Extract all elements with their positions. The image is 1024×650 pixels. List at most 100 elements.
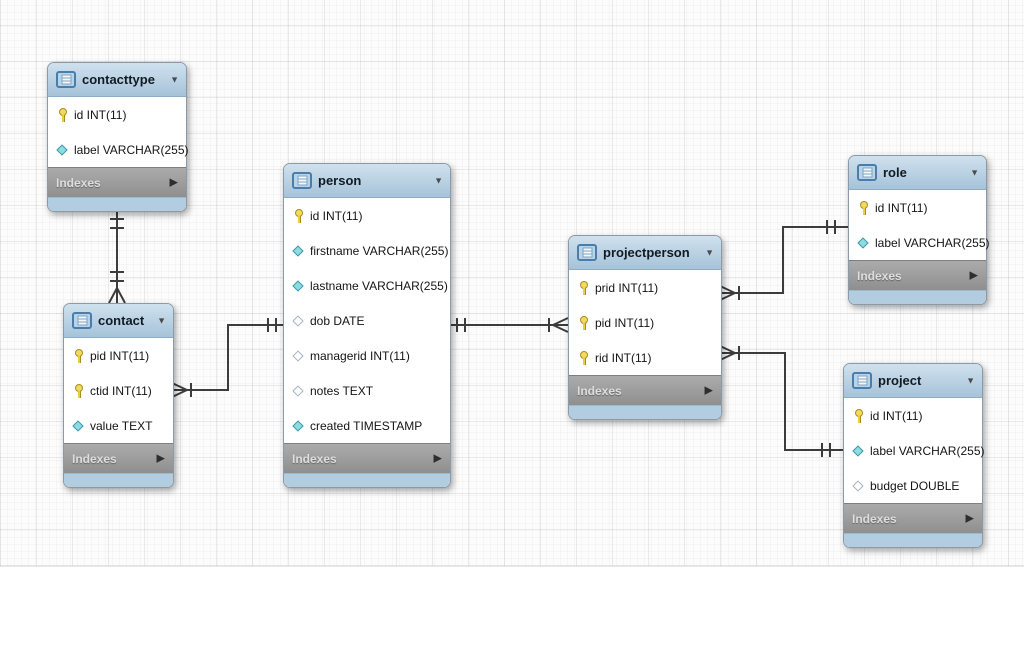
- table-footer: [48, 197, 186, 211]
- column-list: id INT(11) label VARCHAR(255) budget DOU…: [844, 398, 985, 503]
- table-contacttype[interactable]: contacttype ▼ id INT(11) label VARCHAR(2…: [47, 62, 189, 212]
- primary-key-icon: [851, 408, 865, 423]
- column-row[interactable]: pid INT(11): [64, 338, 173, 373]
- chevron-down-icon[interactable]: ▼: [170, 74, 179, 84]
- indexes-label: Indexes: [72, 451, 117, 466]
- column-label: dob DATE: [310, 313, 365, 328]
- column-row[interactable]: lastname VARCHAR(255): [284, 268, 450, 303]
- column-label: rid INT(11): [595, 350, 652, 365]
- chevron-down-icon[interactable]: ▼: [970, 167, 979, 177]
- table-header[interactable]: person ▼: [284, 164, 450, 198]
- column-label: created TIMESTAMP: [310, 418, 423, 433]
- primary-key-icon: [55, 107, 69, 122]
- table-footer: [849, 290, 986, 304]
- primary-key-icon: [576, 315, 590, 330]
- column-row[interactable]: label VARCHAR(255): [844, 433, 985, 468]
- column-row[interactable]: pid INT(11): [569, 305, 721, 340]
- column-row[interactable]: notes TEXT: [284, 373, 450, 408]
- indexes-label: Indexes: [857, 268, 902, 283]
- primary-key-icon: [71, 348, 85, 363]
- column-label: firstname VARCHAR(255): [310, 243, 449, 258]
- table-title: project: [878, 373, 922, 388]
- indexes-bar[interactable]: Indexes ▶: [284, 443, 450, 473]
- table-title: contact: [98, 313, 145, 328]
- indexes-bar[interactable]: Indexes ▶: [64, 443, 173, 473]
- chevron-down-icon[interactable]: ▼: [966, 375, 975, 385]
- column-row[interactable]: label VARCHAR(255): [48, 132, 189, 167]
- column-row[interactable]: label VARCHAR(255): [849, 225, 990, 260]
- expand-arrow-icon[interactable]: ▶: [156, 452, 165, 464]
- indexes-bar[interactable]: Indexes ▶: [849, 260, 986, 290]
- primary-key-icon: [291, 208, 305, 223]
- column-row[interactable]: dob DATE: [284, 303, 450, 338]
- column-row[interactable]: id INT(11): [844, 398, 982, 433]
- relationship-person-contact[interactable]: [171, 318, 283, 398]
- relationship-layer: [108, 207, 848, 457]
- table-footer: [569, 405, 721, 419]
- table-header[interactable]: contact ▼: [64, 304, 173, 338]
- relationship-person-projectperson[interactable]: [449, 317, 569, 333]
- column-list: id INT(11) label VARCHAR(255): [849, 190, 990, 260]
- primary-key-icon: [856, 200, 870, 215]
- column-row[interactable]: firstname VARCHAR(255): [284, 233, 450, 268]
- column-label: id INT(11): [875, 200, 928, 215]
- relationship-role-projectperson[interactable]: [719, 220, 848, 301]
- column-label: managerid INT(11): [310, 348, 410, 363]
- table-icon: [56, 71, 76, 88]
- not-null-attribute-icon: [291, 279, 305, 292]
- table-project[interactable]: project ▼ id INT(11) label VARCHAR(255) …: [843, 363, 985, 548]
- not-null-attribute-icon: [291, 244, 305, 257]
- table-header[interactable]: projectperson ▼: [569, 236, 721, 270]
- indexes-bar[interactable]: Indexes ▶: [569, 375, 721, 405]
- expand-arrow-icon[interactable]: ▶: [969, 269, 978, 281]
- column-row[interactable]: value TEXT: [64, 408, 173, 443]
- expand-arrow-icon[interactable]: ▶: [704, 384, 713, 396]
- table-footer: [844, 533, 982, 547]
- table-contact[interactable]: contact ▼ pid INT(11) ctid INT(11) value…: [63, 303, 174, 488]
- column-row[interactable]: managerid INT(11): [284, 338, 450, 373]
- column-list: id INT(11) firstname VARCHAR(255) lastna…: [284, 198, 450, 443]
- table-icon: [852, 372, 872, 389]
- table-header[interactable]: project ▼: [844, 364, 982, 398]
- chevron-down-icon[interactable]: ▼: [705, 247, 714, 257]
- table-icon: [577, 244, 597, 261]
- table-person[interactable]: person ▼ id INT(11) firstname VARCHAR(25…: [283, 163, 451, 488]
- column-row[interactable]: rid INT(11): [569, 340, 721, 375]
- column-row[interactable]: ctid INT(11): [64, 373, 173, 408]
- column-row[interactable]: id INT(11): [849, 190, 986, 225]
- indexes-label: Indexes: [56, 175, 101, 190]
- chevron-down-icon[interactable]: ▼: [157, 315, 166, 325]
- column-row[interactable]: created TIMESTAMP: [284, 408, 450, 443]
- table-footer: [284, 473, 450, 487]
- primary-key-icon: [576, 280, 590, 295]
- column-row[interactable]: prid INT(11): [569, 270, 721, 305]
- column-row[interactable]: budget DOUBLE: [844, 468, 982, 503]
- expand-arrow-icon[interactable]: ▶: [433, 452, 442, 464]
- table-title: contacttype: [82, 72, 155, 87]
- column-label: label VARCHAR(255): [870, 443, 985, 458]
- table-footer: [64, 473, 173, 487]
- column-label: id INT(11): [870, 408, 923, 423]
- indexes-bar[interactable]: Indexes ▶: [844, 503, 982, 533]
- table-role[interactable]: role ▼ id INT(11) label VARCHAR(255) Ind…: [848, 155, 990, 305]
- expand-arrow-icon[interactable]: ▶: [965, 512, 974, 524]
- column-label: notes TEXT: [310, 383, 374, 398]
- table-header[interactable]: contacttype ▼: [48, 63, 186, 97]
- column-label: ctid INT(11): [90, 383, 152, 398]
- indexes-bar[interactable]: Indexes ▶: [48, 167, 186, 197]
- column-row[interactable]: id INT(11): [284, 198, 450, 233]
- column-list: pid INT(11) ctid INT(11) value TEXT: [64, 338, 173, 443]
- column-label: value TEXT: [90, 418, 153, 433]
- expand-arrow-icon[interactable]: ▶: [169, 176, 178, 188]
- column-row[interactable]: id INT(11): [48, 97, 186, 132]
- chevron-down-icon[interactable]: ▼: [434, 175, 443, 185]
- relationship-contacttype-contact[interactable]: [108, 207, 126, 304]
- column-label: pid INT(11): [90, 348, 150, 363]
- column-label: budget DOUBLE: [870, 478, 960, 493]
- table-header[interactable]: role ▼: [849, 156, 986, 190]
- table-icon: [292, 172, 312, 189]
- relationship-project-projectperson[interactable]: [719, 345, 843, 457]
- nullable-attribute-icon: [291, 349, 305, 362]
- table-projectperson[interactable]: projectperson ▼ prid INT(11) pid INT(11)…: [568, 235, 722, 420]
